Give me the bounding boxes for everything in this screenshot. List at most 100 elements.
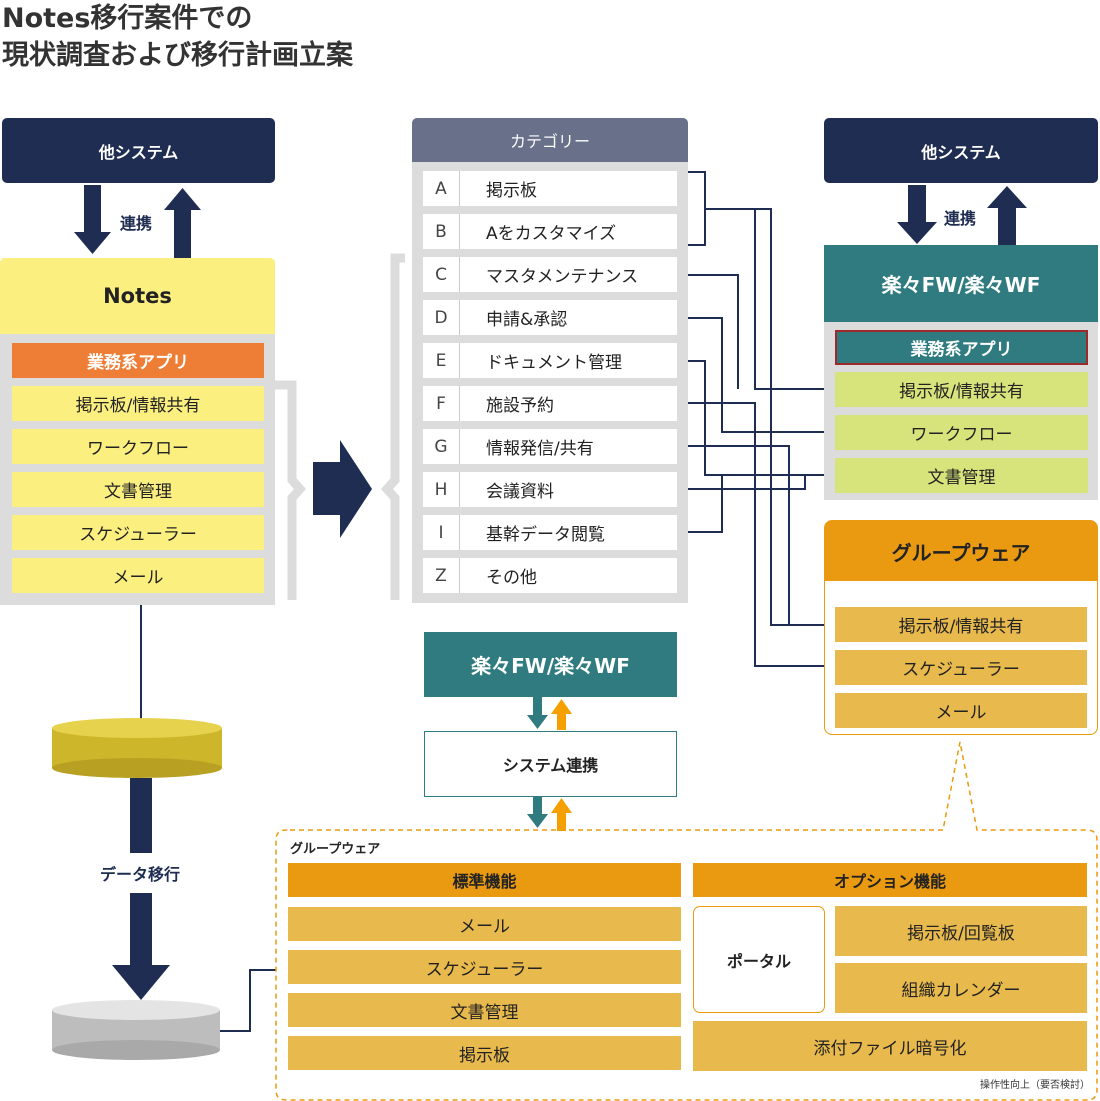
arrow-down	[897, 185, 937, 244]
category-label: 会議資料	[486, 482, 554, 502]
category-header: カテゴリー	[412, 118, 688, 162]
route-e	[678, 360, 835, 476]
detail-title: グループウェア	[290, 842, 381, 857]
title-line-1: Notes移行案件での	[2, 3, 253, 34]
sys-arrow-up-2	[551, 798, 572, 813]
category-label: その他	[486, 568, 537, 588]
groupware-item: メール	[835, 693, 1087, 728]
category-row: D 申請&承認	[423, 300, 677, 335]
standard-header: 標準機能	[288, 863, 681, 897]
groupware-item: スケジューラー	[835, 650, 1087, 685]
category-label: 基幹データ閲覧	[486, 525, 605, 545]
right-link-label: 連携	[944, 209, 977, 228]
notes-item: スケジューラー	[12, 515, 264, 550]
standard-item: 掲示板	[288, 1036, 681, 1070]
rakuraku-item: 文書管理	[835, 458, 1088, 493]
standard-item: 文書管理	[288, 993, 681, 1027]
notes-item: 掲示板/情報共有	[12, 386, 264, 421]
arrow-down	[74, 185, 111, 254]
standard-item: スケジューラー	[288, 950, 681, 984]
notes-title: Notes	[0, 258, 275, 334]
category-row: Z その他	[423, 558, 677, 593]
category-label: Aをカスタマイズ	[486, 224, 617, 244]
category-letter: B	[423, 214, 460, 249]
sys-arrow-up-1	[551, 699, 572, 714]
route-f	[678, 402, 835, 667]
right-other-system: 他システム	[824, 118, 1098, 183]
detail-callout	[275, 741, 1098, 1101]
title-line-2: 現状調査および移行計画立案	[2, 40, 353, 71]
middle-rakuraku: 楽々FW/楽々WF	[424, 632, 677, 697]
category-row: A 掲示板	[423, 171, 677, 206]
db-link-line	[220, 969, 276, 1032]
left-bracket	[275, 380, 307, 600]
left-link-label: 連携	[120, 214, 153, 233]
route-g	[678, 445, 790, 625]
category-label: マスタメンテナンス	[486, 267, 639, 287]
sys-arrow-down-2	[527, 814, 548, 828]
category-row: I 基幹データ閲覧	[423, 515, 677, 550]
category-letter: H	[423, 472, 460, 507]
category-letter: A	[423, 171, 460, 206]
category-letter: D	[423, 300, 460, 335]
migration-arrow-shaft	[130, 778, 152, 853]
category-label: 掲示板	[486, 181, 537, 201]
category-label: ドキュメント管理	[486, 353, 622, 373]
category-letter: G	[423, 429, 460, 464]
rakuraku-item: ワークフロー	[835, 415, 1088, 450]
route-h	[678, 475, 806, 490]
left-other-system: 他システム	[2, 118, 275, 183]
encryption-item: 添付ファイル暗号化	[693, 1021, 1087, 1071]
route-a-groupware	[705, 208, 835, 626]
groupware-panel: グループウェア 掲示板/情報共有 スケジューラー メール	[824, 520, 1098, 735]
notes-item: 文書管理	[12, 472, 264, 507]
rakuraku-panel: 楽々FW/楽々WF 業務系アプリ 掲示板/情報共有 ワークフロー 文書管理	[824, 245, 1098, 500]
detail-note: 操作性向上（要否検討）	[980, 1080, 1090, 1091]
standard-item: メール	[288, 907, 681, 941]
option-item: 掲示板/回覧板	[835, 906, 1087, 956]
route-d	[678, 317, 835, 433]
database-new	[52, 1000, 220, 1060]
migration-arrow-head	[112, 893, 170, 1000]
rakuraku-business-apps: 業務系アプリ	[835, 330, 1088, 365]
arrow-up	[987, 186, 1027, 245]
category-letter: E	[423, 343, 460, 378]
category-letter: Z	[423, 558, 460, 593]
left-link-arrows	[74, 185, 201, 258]
category-row: C マスタメンテナンス	[423, 257, 677, 292]
category-row: F 施設予約	[423, 386, 677, 421]
route-dots	[675, 272, 838, 669]
category-label: 申請&承認	[486, 310, 568, 330]
category-letter: F	[423, 386, 460, 421]
option-item: 組織カレンダー	[835, 963, 1087, 1013]
category-row: E ドキュメント管理	[423, 343, 677, 378]
data-migration-label: データ移行	[60, 853, 220, 893]
category-row: B Aをカスタマイズ	[423, 214, 677, 249]
page-title: Notes移行案件での 現状調査および移行計画立案	[2, 0, 353, 74]
arrow-up	[164, 188, 201, 258]
ab-bracket	[686, 171, 706, 246]
category-label: 情報発信/共有	[486, 439, 594, 459]
category-row: G 情報発信/共有	[423, 429, 677, 464]
sys-arrow-down-1	[527, 715, 548, 729]
right-bracket	[380, 253, 405, 600]
category-letter: I	[423, 515, 460, 550]
groupware-title: グループウェア	[825, 521, 1097, 581]
notes-panel: Notes 業務系アプリ 掲示板/情報共有 ワークフロー 文書管理 スケジューラ…	[0, 258, 275, 605]
route-i	[678, 475, 723, 533]
rakuraku-title: 楽々FW/楽々WF	[824, 245, 1098, 322]
notes-business-apps: 業務系アプリ	[12, 343, 264, 378]
system-link-box: システム連携	[424, 731, 677, 797]
portal-box: ポータル	[693, 906, 825, 1013]
category-letter: C	[423, 257, 460, 292]
category-row: H 会議資料	[423, 472, 677, 507]
groupware-item: 掲示板/情報共有	[835, 607, 1087, 642]
right-link-arrows	[897, 185, 1027, 245]
route-c	[678, 274, 739, 389]
option-header: オプション機能	[693, 863, 1087, 897]
notes-item: ワークフロー	[12, 429, 264, 464]
category-label: 施設予約	[486, 396, 554, 416]
notes-item: メール	[12, 558, 264, 593]
rakuraku-item: 掲示板/情報共有	[835, 372, 1088, 407]
